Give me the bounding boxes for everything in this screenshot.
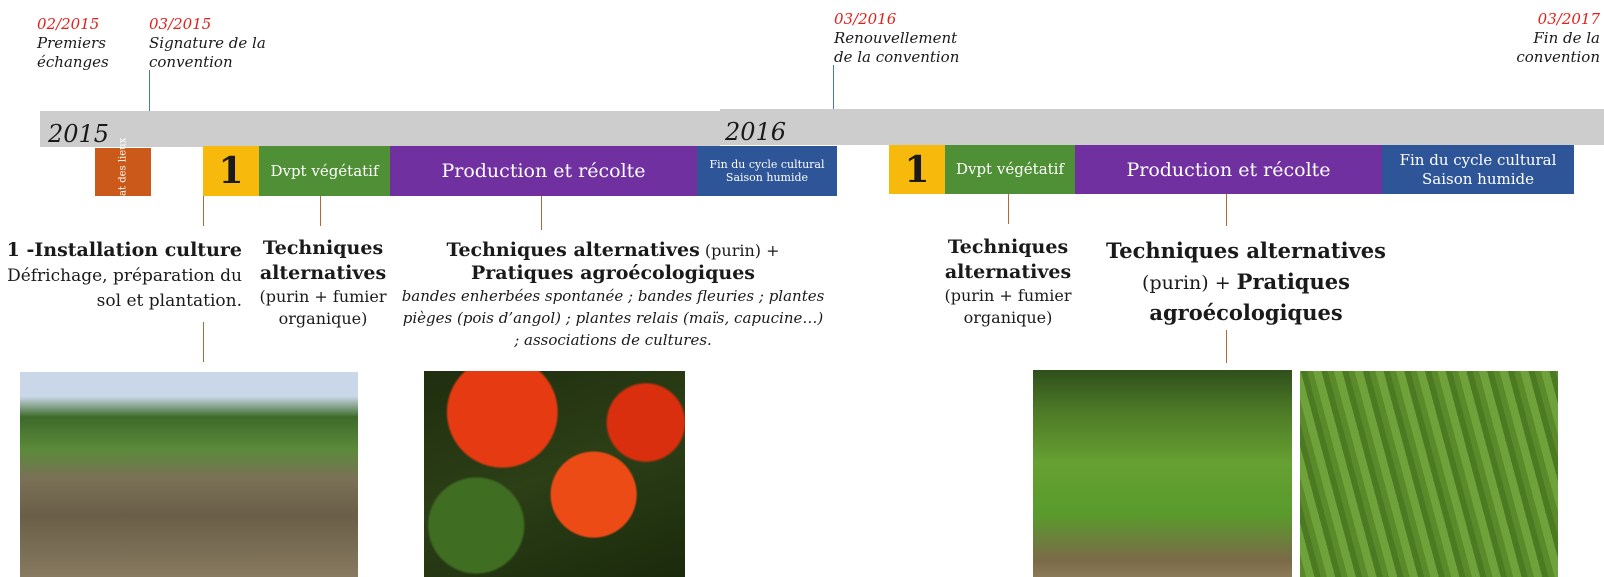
connector-line [541,196,542,230]
prod2-plain: (purin) + [1142,272,1237,294]
prod-plain: (purin) + [699,241,780,260]
connector-line [1008,194,1009,224]
installation-description: 1 -Installation culture Défrichage, prép… [5,238,242,314]
prod2-bold-2: Pratiques agroécologiques [1149,269,1350,325]
event-fin-convention: 03/2017 Fin de la convention [1470,10,1600,67]
prod-italic: bandes enherbées spontanée ; bandes fleu… [401,287,825,349]
event-renouvellement: 03/2016 Renouvellement de la convention [834,10,969,67]
prod2-bold-1: Techniques alternatives [1106,238,1386,263]
tech-title: Techniques alternatives [259,237,387,284]
event-date: 03/2015 [149,15,212,33]
event-signature: 03/2015 Signature de la convention [149,15,274,72]
photo-crop-field [1033,370,1292,577]
prod-bold-2: Pratiques agroécologiques [471,262,755,284]
connector-line [1226,330,1227,363]
connector-line [203,322,204,362]
connector-line [203,196,204,226]
year-label-2015: 2015 [48,120,110,148]
photo-pepper-plants [1300,371,1558,577]
photo-field-preparation [20,372,358,577]
event-date: 03/2016 [834,10,897,28]
event-marker-line [149,70,150,111]
tech-text: (purin + fumier organique) [259,287,387,328]
tech-description-2016: Techniques alternatives (purin + fumier … [938,235,1078,329]
event-date: 02/2015 [37,15,100,33]
phase-label: Etat des lieux [117,137,129,207]
installation-text: Défrichage, préparation du sol et planta… [7,266,242,311]
event-date: 03/2017 [1537,10,1600,28]
phase-fin-cycle-2015: Fin du cycle cultural Saison humide [697,146,837,196]
year-label-2016: 2016 [725,118,787,146]
phase-etat-des-lieux: Etat des lieux [95,137,151,207]
phase-installation-2015: 1 [203,146,259,196]
phase-production-2015: Production et récolte [390,146,697,196]
event-premiers-echanges: 02/2015 Premiers échanges [37,15,137,72]
installation-title: 1 -Installation culture [6,239,242,261]
production-description-2016: Techniques alternatives (purin) + Pratiq… [1092,236,1400,329]
phase-fin-cycle-2016: Fin du cycle cultural Saison humide [1382,145,1574,194]
event-label: Signature de la convention [149,34,266,71]
event-marker-line [833,65,834,109]
production-description-2015: Techniques alternatives (purin) + Pratiq… [400,239,826,351]
timeline-band-2016 [720,109,1604,145]
event-label: Fin de la convention [1516,29,1600,66]
tech-description-2015: Techniques alternatives (purin + fumier … [254,236,392,330]
phase-dvpt-vegetatif-2015: Dvpt végétatif [259,146,390,196]
tech-text: (purin + fumier organique) [944,286,1072,327]
event-label: Renouvellement de la convention [834,29,960,66]
phase-production-2016: Production et récolte [1075,145,1382,194]
connector-line [1226,194,1227,226]
prod-bold-1: Techniques alternatives [446,239,700,261]
timeline-band-2015 [40,111,720,147]
connector-line [320,196,321,226]
phase-installation-2016: 1 [889,145,945,194]
event-label: Premiers échanges [37,34,109,71]
phase-dvpt-vegetatif-2016: Dvpt végétatif [945,145,1075,194]
tech-title: Techniques alternatives [944,236,1072,283]
photo-capucine-flowers [424,371,685,577]
